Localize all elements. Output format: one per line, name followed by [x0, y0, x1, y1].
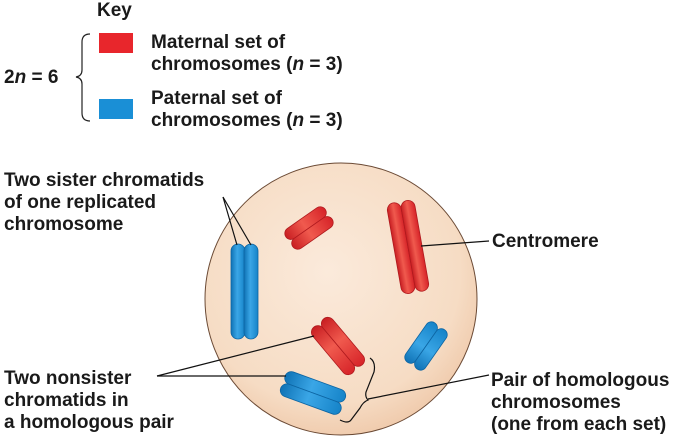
sister-leader-1 [222, 196, 238, 246]
chromosome-maternal-long [386, 199, 430, 295]
paternal-line2: chromosomes (n = 3) [151, 110, 343, 131]
key-brace [75, 33, 91, 122]
homologous-leader [367, 374, 490, 400]
nonsister-leader-1 [156, 335, 315, 377]
chromosome-paternal-small [404, 321, 448, 371]
nonsister-chromatids-label: Two nonsister chromatids in a homologous… [4, 368, 174, 433]
ploidy-label: 2n = 6 [4, 67, 58, 89]
sister-chromatids-label: Two sister chromatids of one replicated … [4, 170, 205, 235]
paternal-line1: Paternal set of [151, 88, 282, 109]
chromosome-paternal-long [230, 243, 259, 340]
key-title: Key [97, 0, 132, 21]
chromosome-maternal-mid [311, 316, 365, 376]
paternal-legend: Paternal set of chromosomes (n = 3) [151, 88, 343, 132]
homologous-pair-label: Pair of homologous chromosomes (one from… [491, 370, 670, 435]
chromosome-paternal-mid [279, 371, 347, 415]
ploidy-pre: 2 [4, 67, 15, 88]
maternal-swatch [99, 33, 133, 53]
homologous-brace [339, 357, 376, 423]
maternal-line1: Maternal set of [151, 32, 286, 53]
chromosome-maternal-small-top [284, 206, 334, 250]
ploidy-var: n [14, 67, 27, 88]
paternal-swatch [99, 99, 133, 119]
maternal-legend: Maternal set of chromosomes (n = 3) [151, 32, 343, 76]
centromere-leader [420, 240, 490, 247]
maternal-line2: chromosomes (n = 3) [151, 54, 343, 75]
ploidy-post: = 6 [26, 67, 59, 88]
centromere-label: Centromere [492, 231, 599, 252]
sister-leader-2 [222, 196, 252, 246]
